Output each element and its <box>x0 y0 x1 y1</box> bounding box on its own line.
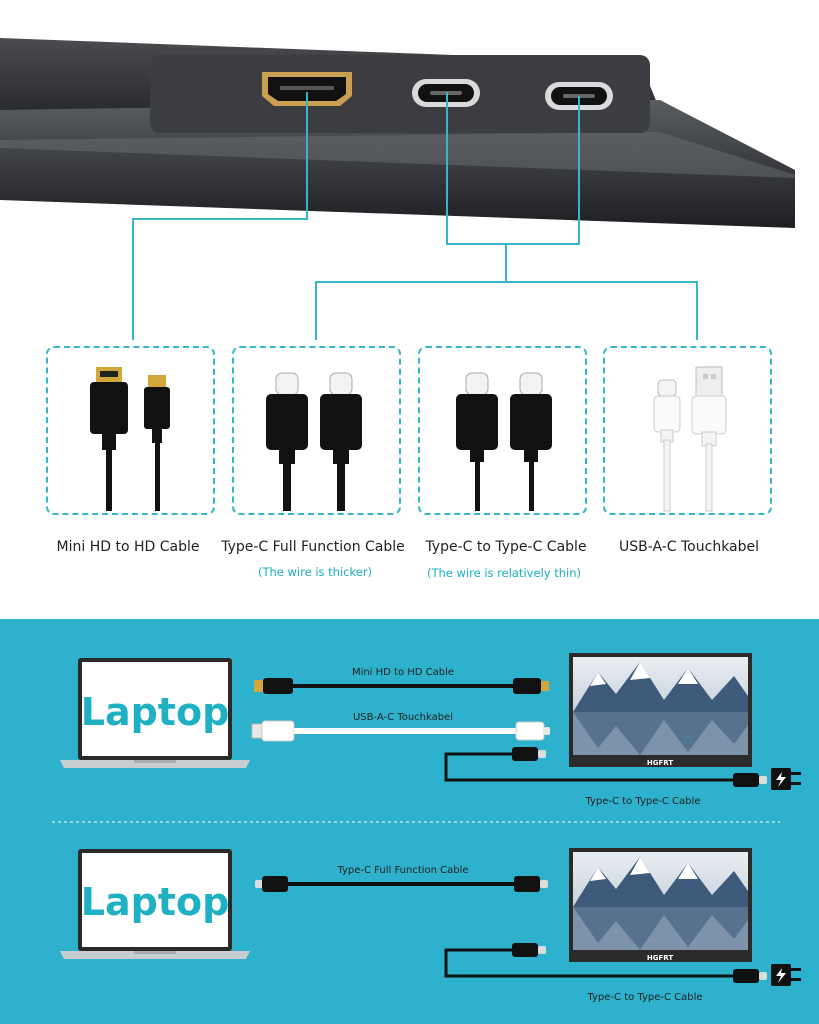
cable-usb-a-c: USB-A-C Touchkabel <box>251 712 550 742</box>
power-cable-1: Type-C to Type-C Cable <box>444 747 801 807</box>
caption-mini-hd: Mini HD to HD Cable <box>56 539 200 555</box>
cable-2-label: USB-A-C Touchkabel <box>353 712 453 723</box>
port-connector-lines <box>132 92 698 340</box>
power-cable-2-label: Type-C to Type-C Cable <box>586 992 702 1003</box>
type-c-cable-icon-2 <box>510 372 552 511</box>
caption-type-c: Type-C to Type-C Cable <box>425 539 587 555</box>
monitor-2-brand: HGFRT <box>647 954 673 962</box>
laptop-1-label: Laptop <box>81 690 230 734</box>
power-cable-2: Type-C to Type-C Cable <box>444 943 801 1003</box>
monitor-1-brand: HGFRT <box>647 759 673 767</box>
cable-box-usb-a-c <box>603 346 772 515</box>
cable-box-mini-hd <box>46 346 215 515</box>
laptop-2: Laptop <box>60 849 250 959</box>
type-c-full-cable-icon-1 <box>266 372 308 511</box>
monitor-2: HGFRT <box>569 848 752 962</box>
cable-type-c-full: Type-C Full Function Cable <box>255 865 548 892</box>
cable-illustrations <box>90 366 727 512</box>
cable-1-label: Mini HD to HD Cable <box>352 667 454 678</box>
laptop-1: Laptop <box>60 658 250 768</box>
monitor-port-view <box>0 38 795 340</box>
cable-box-type-c <box>418 346 587 515</box>
cable-box-type-c-full <box>232 346 401 515</box>
caption-type-c-full: Type-C Full Function Cable <box>221 539 405 555</box>
cable-3-label: Type-C Full Function Cable <box>336 865 468 876</box>
mini-hd-port <box>262 72 352 106</box>
type-c-cable-icon-1 <box>456 372 498 511</box>
mini-hdmi-cable-icon <box>144 375 170 511</box>
lightning-icon-1 <box>776 772 786 787</box>
caption-usb-a-c: USB-A-C Touchkabel <box>618 539 760 555</box>
hdmi-cable-icon <box>90 367 128 511</box>
usb-a-white-cable-icon <box>691 366 727 512</box>
cable-mini-hd-to-hd: Mini HD to HD Cable <box>254 667 549 694</box>
note-type-c: (The wire is relatively thin) <box>427 566 581 580</box>
type-c-full-cable-icon-2 <box>320 372 362 511</box>
note-type-c-full: (The wire is thicker) <box>257 565 373 579</box>
lightning-icon-2 <box>776 968 786 983</box>
monitor-1: HGFRT <box>569 653 752 767</box>
power-cable-1-label: Type-C to Type-C Cable <box>584 796 700 807</box>
usb-c-white-cable-icon <box>653 379 681 512</box>
laptop-2-label: Laptop <box>81 880 230 924</box>
